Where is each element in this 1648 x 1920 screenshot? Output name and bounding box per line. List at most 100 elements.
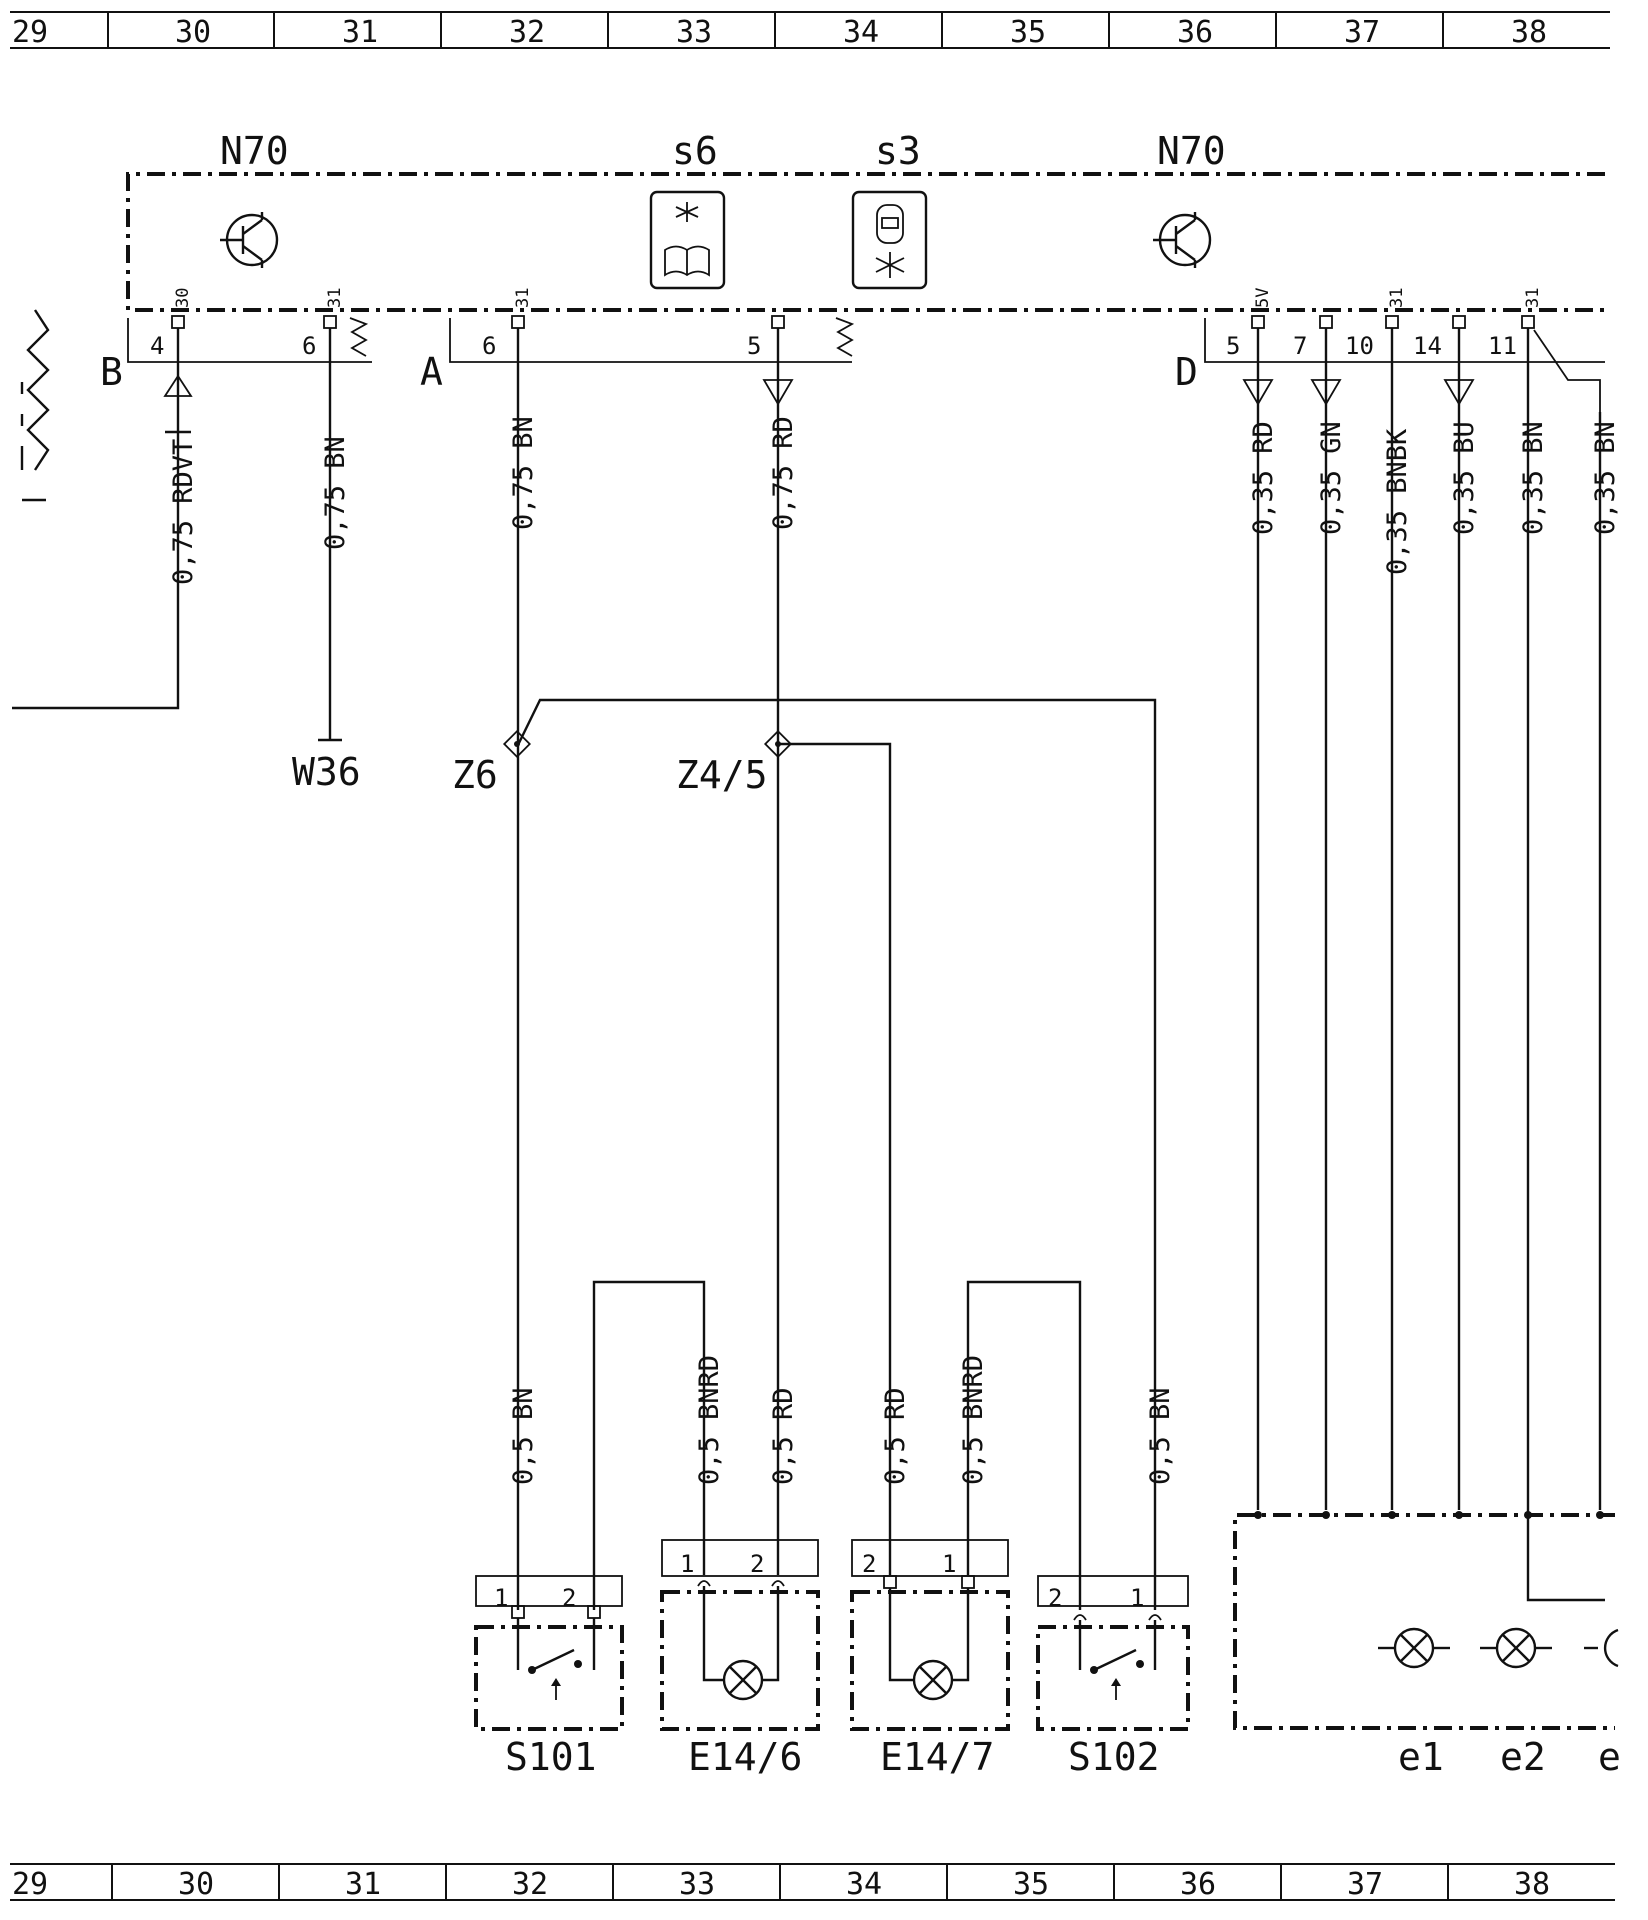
grid-top-32: 32 (509, 15, 545, 50)
pin-b4-terminal: 30 (173, 288, 193, 308)
wire-e147-2-label: 0,5 RD (880, 1387, 911, 1485)
e147-label: E14/7 (880, 1735, 994, 1779)
pin-d7-number: 7 (1293, 332, 1307, 360)
grid-top-33: 33 (676, 15, 712, 50)
wire-s101-1: 0,5 BN (508, 1387, 539, 1485)
wire-s101-2-loop (592, 1280, 706, 1610)
s101-label: S101 (505, 1735, 597, 1779)
grid-top-36: 36 (1177, 15, 1213, 50)
switch-s101: 1 2 S101 (474, 1575, 624, 1779)
n70-module-box: N70 N70 s6 s3 (126, 129, 1605, 312)
s102-pin1: 1 (1130, 1584, 1144, 1612)
splice-z6-label: Z6 (452, 753, 498, 797)
transistor-icon (220, 212, 279, 268)
connector-d: D 5 7 10 14 11 5V 31 31 (1175, 288, 1605, 412)
wire-d7: 0,35 GN (1310, 328, 1347, 1510)
grid-top-31: 31 (342, 15, 378, 50)
e146-pin2: 2 (750, 1550, 764, 1578)
e146-label: E14/6 (688, 1735, 802, 1779)
wire-d12-label: 0,35 BN (1590, 421, 1621, 535)
grid-top-37: 37 (1344, 15, 1380, 50)
pin-d11-number: 11 (1488, 332, 1517, 360)
wire-s101-1-label: 0,5 BN (508, 1387, 539, 1485)
wire-d7-label: 0,35 GN (1316, 421, 1347, 535)
grid-top: 29 30 31 32 33 34 35 36 37 38 (10, 11, 1610, 50)
grid-top-34: 34 (843, 15, 879, 50)
interior-light-icon (851, 190, 928, 290)
pin-d10-number: 10 (1345, 332, 1374, 360)
transistor-icon (1153, 212, 1212, 268)
splice-z45: Z4/5 (676, 729, 892, 1410)
s101-pin1: 1 (494, 1584, 508, 1612)
pin-a5-number: 5 (747, 332, 761, 360)
lamp-e3-icon (1584, 1628, 1619, 1668)
wire-bn-a6: 0,75 BN (508, 328, 539, 1410)
wire-e147-2: 0,5 RD (880, 1387, 911, 1575)
grid-bottom-34: 34 (846, 1867, 882, 1902)
wire-rd-a5-label: 0,75 RD (768, 416, 799, 530)
grid-bottom-38: 38 (1514, 1867, 1550, 1902)
lamp-e1-icon (1378, 1627, 1450, 1669)
connector-a-label: A (420, 350, 443, 394)
wire-e147-1: 0,5 BNRD (958, 1280, 1082, 1610)
lamp-e2-label: e2 (1500, 1735, 1546, 1779)
wire-d14: 0,35 BU (1443, 328, 1480, 1510)
lamp-e3-label: e (1598, 1735, 1621, 1779)
s102-label: S102 (1068, 1735, 1160, 1779)
pin-b4-number: 4 (150, 332, 164, 360)
grid-bottom-37: 37 (1347, 1867, 1383, 1902)
grid-bottom-31: 31 (345, 1867, 381, 1902)
e146-pin1: 1 (680, 1550, 694, 1578)
grid-bottom-32: 32 (512, 1867, 548, 1902)
wire-rdvt: 0,75 RDVT (12, 328, 199, 710)
grid-top-38: 38 (1511, 15, 1547, 50)
connector-a: A 6 5 31 (420, 288, 855, 394)
connector-d-label: D (1175, 350, 1198, 394)
lamp-module-right: e1 e2 e (1233, 1511, 1621, 1779)
wire-rd-a5: 0,75 RD (762, 328, 799, 1410)
wire-d10-label: 0,35 BNBK (1382, 428, 1413, 575)
junction-w36-label: W36 (292, 750, 361, 794)
pin-d5-number: 5 (1226, 332, 1240, 360)
wire-s102-1: 0,5 BN (1145, 1387, 1176, 1610)
s102-pin2: 2 (1048, 1584, 1062, 1612)
wire-s102-1-label: 0,5 BN (1145, 1387, 1176, 1485)
wire-e146-1-label: 0,5 BNRD (694, 1355, 725, 1485)
wire-d10: 0,35 BNBK (1382, 328, 1413, 1510)
wire-e146-2-label: 0,5 RD (768, 1387, 799, 1485)
reading-lamp-icon (649, 190, 726, 290)
splice-z45-label: Z4/5 (676, 753, 768, 797)
pin-b6-number: 6 (302, 332, 316, 360)
lamp-e147: 2 1 E14/7 (850, 1539, 1010, 1779)
pin-b6-terminal: 31 (325, 288, 345, 308)
wire-bn-b6: 0,75 BN W36 (292, 328, 361, 794)
wire-bn-a6-label: 0,75 BN (508, 416, 539, 530)
wire-e146-1: 0,5 BNRD (694, 1340, 725, 1575)
splice-z6: Z6 (452, 698, 1157, 1410)
lamp-e2-icon (1480, 1627, 1552, 1669)
wire-d14-label: 0,35 BU (1449, 421, 1480, 535)
partial-left-symbol (20, 309, 50, 502)
pin-d14-number: 14 (1413, 332, 1442, 360)
grid-bottom-36: 36 (1180, 1867, 1216, 1902)
connector-b: B 4 6 30 31 (100, 288, 372, 394)
grid-bottom-35: 35 (1013, 1867, 1049, 1902)
grid-bottom-29: 29 (12, 1867, 48, 1902)
n70-left-label: N70 (220, 129, 289, 173)
wire-d5: 0,35 RD (1242, 328, 1279, 1510)
s3-label: s3 (875, 129, 921, 173)
grid-top-30: 30 (175, 15, 211, 50)
lamp-e146: 1 2 E14/6 (660, 1539, 820, 1779)
lamp-e1-label: e1 (1398, 1735, 1444, 1779)
n70-right-label: N70 (1157, 129, 1226, 173)
wire-d12: 0,35 BN (1590, 412, 1621, 1510)
grid-bottom-30: 30 (178, 1867, 214, 1902)
pin-d10-terminal: 31 (1387, 288, 1407, 308)
s101-pin2: 2 (562, 1584, 576, 1612)
switch-s102: 2 1 S102 (1036, 1575, 1190, 1779)
e147-pin1: 1 (942, 1550, 956, 1578)
grid-top-29: 29 (12, 15, 48, 50)
grid-top-35: 35 (1010, 15, 1046, 50)
s6-label: s6 (672, 129, 718, 173)
pin-a6-terminal: 31 (513, 288, 533, 308)
